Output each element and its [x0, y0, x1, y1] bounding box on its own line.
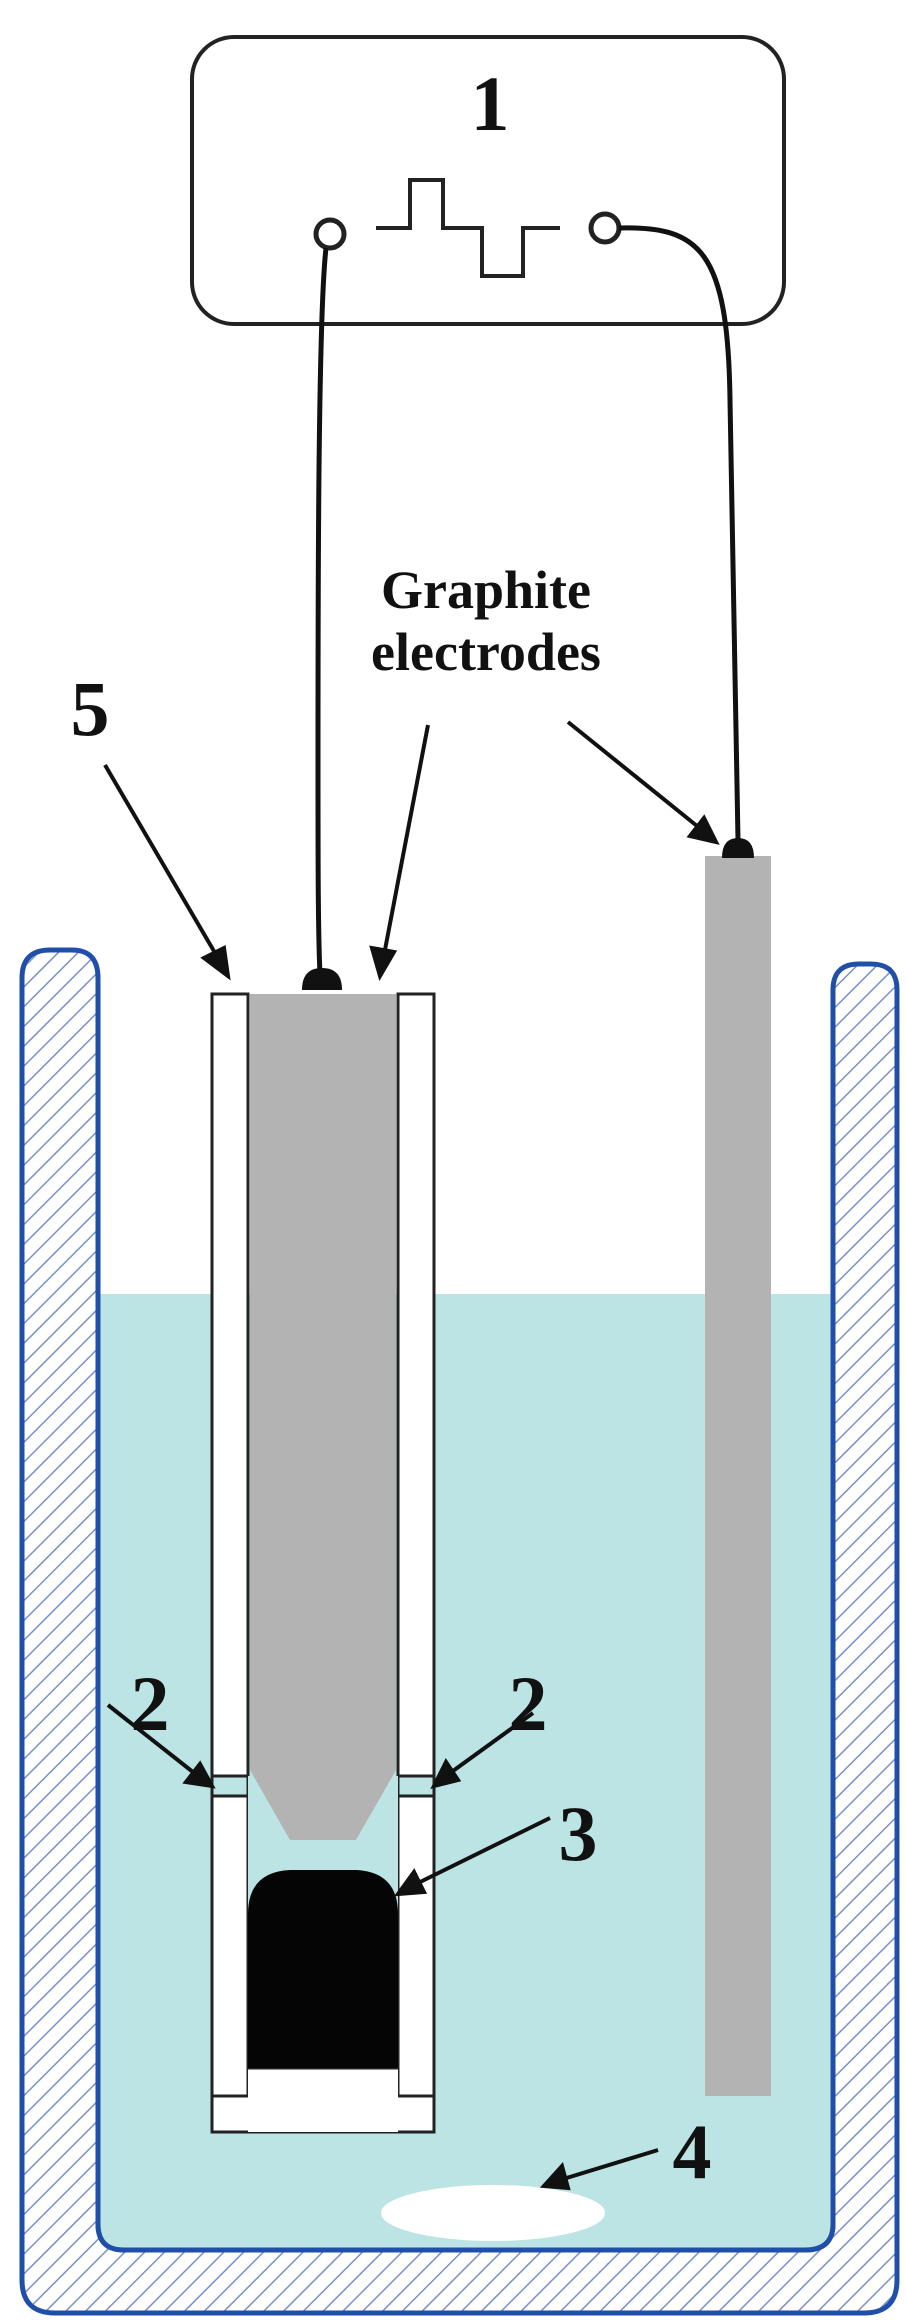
arrow-electrode-left [382, 724, 430, 956]
arrow-5-head [200, 944, 231, 981]
contact-nub-left [302, 968, 342, 990]
holder-floor [248, 2068, 398, 2132]
arrow-4-head [539, 2161, 571, 2191]
electrodes-label-line2: electrodes [371, 622, 601, 682]
arrow-2-left-head [182, 1760, 216, 1789]
arrows [103, 720, 720, 2191]
arrow-electrode-right-head [686, 814, 720, 845]
graphite-electrode-outer [705, 856, 771, 2096]
wire-left [315, 247, 329, 976]
electrodes-label-line1: Graphite [381, 560, 591, 620]
arrow-electrode-right [566, 720, 704, 832]
precipitate [381, 2185, 605, 2241]
square-wave-icon [376, 178, 560, 278]
sample [248, 1870, 398, 2068]
vessel-inner-outline [95, 978, 836, 2253]
arrow-3 [411, 1816, 551, 1888]
arrow-3-head [393, 1868, 428, 1897]
wire-right [618, 225, 741, 841]
membrane-right [396, 1774, 436, 1798]
arrow-4 [559, 2148, 659, 2182]
device-label: 1 [471, 60, 510, 147]
arrow-2-right-head [430, 1758, 462, 1789]
membrane-left [210, 1774, 250, 1798]
arrow-2-left [106, 1703, 200, 1778]
membrane-label-right: 2 [509, 1660, 548, 1747]
holder-shelf-right [396, 1794, 436, 2098]
arrow-2-right [444, 1711, 535, 1778]
sample-label: 3 [559, 1790, 598, 1877]
vessel-label: 5 [71, 665, 110, 752]
terminal-right [588, 211, 622, 245]
arrow-electrode-left-head [369, 945, 398, 982]
membrane-label-left: 2 [131, 1660, 170, 1747]
graphite-electrode-inner [250, 994, 396, 1840]
holder-shelf [210, 1794, 250, 2098]
terminal-left [313, 217, 347, 251]
power-source-box [190, 35, 786, 326]
arrow-5 [103, 763, 220, 960]
precipitate-label: 4 [673, 2108, 712, 2195]
contact-nub-right [722, 838, 754, 858]
